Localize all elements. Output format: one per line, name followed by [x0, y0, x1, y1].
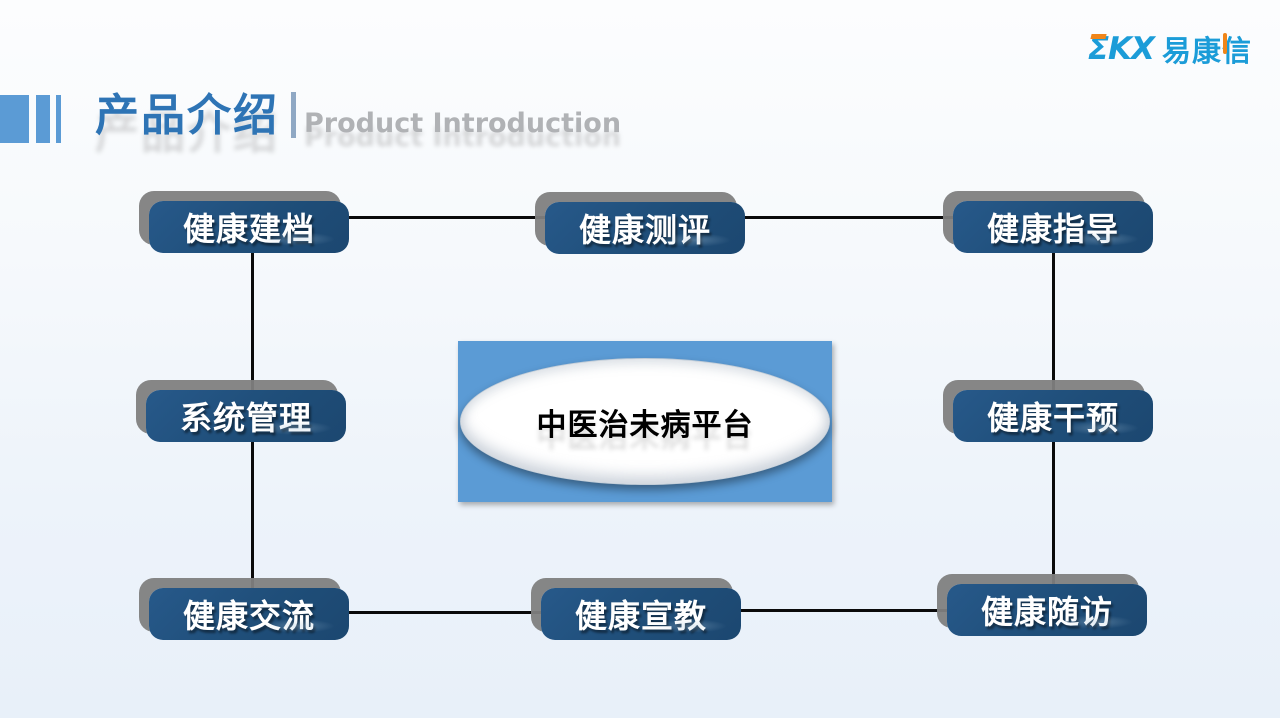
- title-divider: [291, 92, 296, 139]
- node-health-communication: 健康交流: [149, 588, 349, 640]
- accent-bar-medium: [36, 95, 50, 143]
- node-health-assessment: 健康测评: [545, 202, 745, 254]
- node-system-management: 系统管理: [146, 390, 346, 442]
- node-health-education: 健康宣教: [541, 588, 741, 640]
- node-health-followup: 健康随访: [947, 584, 1147, 636]
- logo-kx-glyphs: KX: [1108, 31, 1155, 67]
- center-platform-label: 中医治未病平台: [536, 407, 754, 443]
- connector-top-right: [745, 216, 953, 219]
- center-platform-ellipse: 中医治未病平台: [460, 358, 830, 485]
- page-title: 产品介绍: [95, 90, 279, 141]
- node-health-intervention: 健康干预: [953, 390, 1153, 442]
- center-platform-rect: 中医治未病平台: [458, 341, 832, 502]
- node-health-guidance: 健康指导: [953, 201, 1153, 253]
- connector-top-left: [349, 216, 545, 219]
- accent-bar-thin: [56, 95, 61, 143]
- connector-bottom-right: [741, 609, 947, 612]
- logo-name-first: 易康: [1161, 34, 1222, 68]
- logo-name-accent: 信: [1222, 28, 1252, 70]
- accent-bar-large: [0, 95, 29, 143]
- logo-company-name: 易康信: [1162, 28, 1252, 70]
- logo-sigma-glyph: Σ: [1087, 31, 1109, 67]
- node-health-record: 健康建档: [149, 201, 349, 253]
- connector-bottom-left: [349, 611, 541, 614]
- page-subtitle: Product Introduction: [304, 107, 622, 139]
- slide-header: 产品介绍 Product Introduction: [95, 90, 622, 141]
